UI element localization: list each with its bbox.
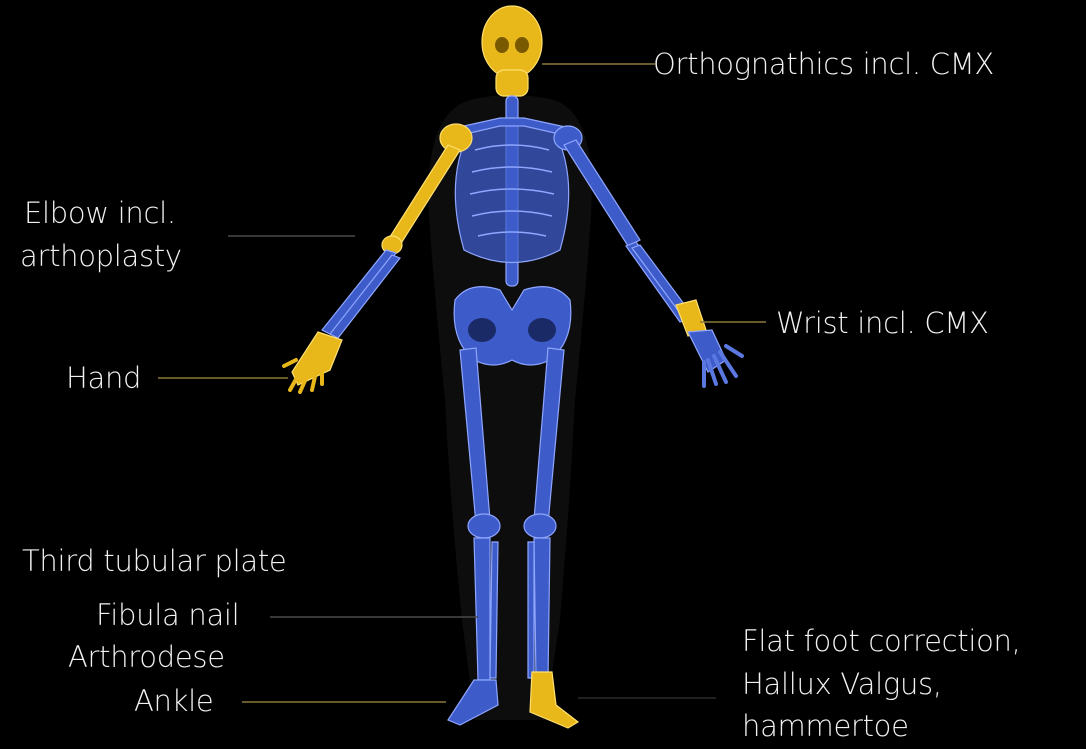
label-elbow-line2: arthoplasty bbox=[20, 235, 182, 278]
right-hand bbox=[688, 330, 742, 386]
label-ankle: Ankle bbox=[134, 680, 213, 723]
label-flatfoot-line2: Hallux Valgus, bbox=[742, 663, 942, 706]
label-flatfoot-line1: Flat foot correction, bbox=[742, 620, 1021, 663]
label-wrist: Wrist incl. CMX bbox=[776, 302, 989, 345]
label-orthognathics: Orthognathics incl. CMX bbox=[653, 43, 994, 86]
skull-jaw bbox=[482, 6, 542, 96]
label-arthrodese: Arthrodese bbox=[68, 636, 225, 679]
label-fibula-nail: Fibula nail bbox=[96, 594, 239, 637]
rib-cage bbox=[455, 120, 568, 263]
left-hand bbox=[284, 332, 342, 392]
left-forearm bbox=[322, 250, 400, 338]
label-third-tubular: Third tubular plate bbox=[22, 540, 286, 583]
label-hand: Hand bbox=[66, 357, 141, 400]
label-elbow-line1: Elbow incl. bbox=[24, 192, 176, 235]
label-flatfoot-line3: hammertoe bbox=[742, 705, 909, 748]
